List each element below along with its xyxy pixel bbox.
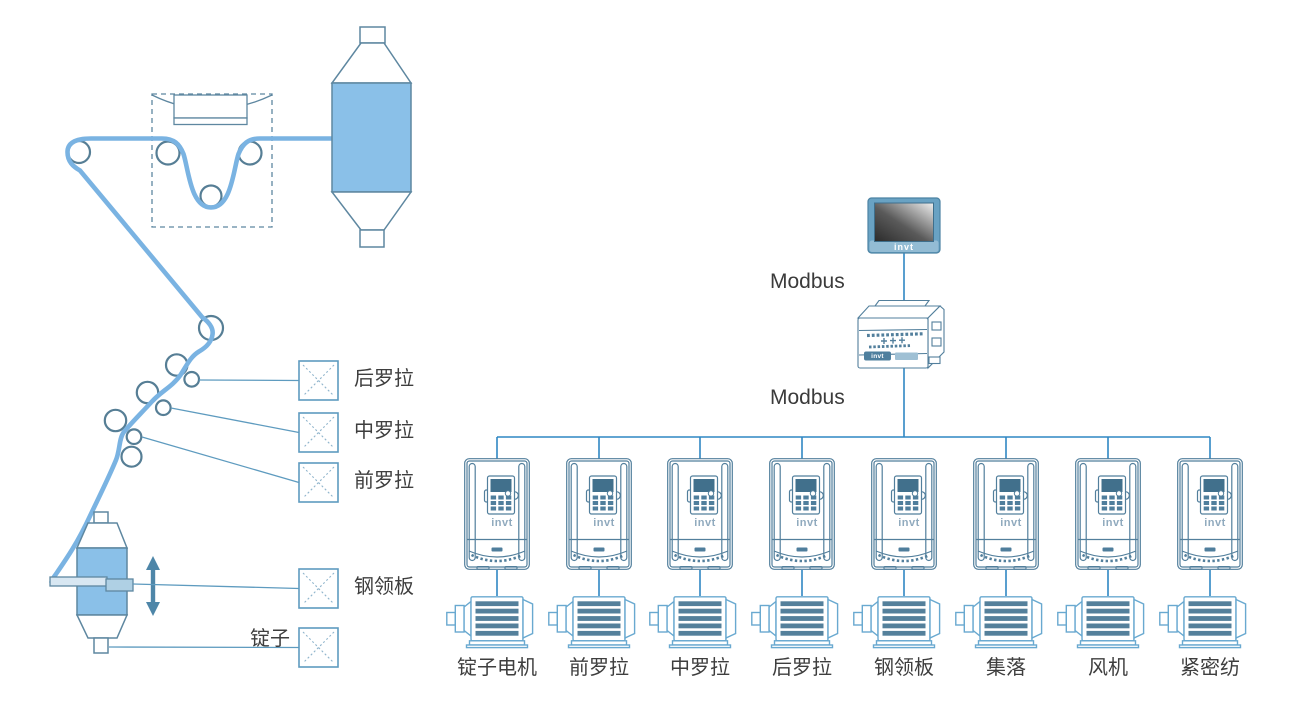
up-down-arrow-icon (146, 556, 160, 616)
callout-leader-lines (108, 379, 300, 649)
plc-logo-badge (864, 351, 891, 361)
channel-label-7: 风机 (1088, 657, 1128, 679)
callout-label-middle-roller: 中罗拉 (354, 420, 414, 442)
hmi-screen (874, 202, 934, 242)
vfd-brand-logo-7: invt (1102, 517, 1124, 529)
vfd-brand-logo-2: invt (593, 517, 615, 529)
motor-unit-8 (1159, 596, 1247, 649)
callout-box-front-roller (298, 462, 339, 503)
channel-label-2: 前罗拉 (569, 657, 629, 679)
callout-label-front-roller: 前罗拉 (354, 470, 414, 492)
modbus-bus-lines (496, 253, 1211, 596)
roving-package (330, 26, 413, 248)
vfd-unit-8 (1176, 457, 1244, 571)
channel-label-6: 集落 (986, 657, 1026, 679)
vfd-unit-4 (768, 457, 836, 571)
ring-rail-bar (49, 576, 134, 592)
modbus-label-lower: Modbus (770, 386, 845, 409)
vfd-unit-3 (666, 457, 734, 571)
vfd-brand-logo-4: invt (796, 517, 818, 529)
motor-unit-4 (751, 596, 839, 649)
vfd-unit-2 (565, 457, 633, 571)
channel-label-4: 后罗拉 (772, 657, 832, 679)
vfd-brand-logo-8: invt (1204, 517, 1226, 529)
motor-unit-7 (1057, 596, 1145, 649)
hmi-panel (867, 197, 941, 254)
channel-label-8: 紧密纺 (1180, 657, 1240, 679)
callout-box-spindle (298, 627, 339, 668)
motor-unit-1 (446, 596, 534, 649)
hmi-brand-logo: invt (893, 242, 914, 252)
vfd-unit-7 (1074, 457, 1142, 571)
callout-label-spindle: 锭子 (250, 628, 290, 650)
vfd-unit-1 (463, 457, 531, 571)
callout-label-ring-rail: 钢领板 (354, 576, 414, 598)
vfd-unit-6 (972, 457, 1040, 571)
channel-label-5: 钢领板 (874, 657, 934, 679)
callout-label-back-roller: 后罗拉 (354, 368, 414, 390)
callout-box-middle-roller (298, 412, 339, 453)
channel-label-1: 锭子电机 (457, 657, 537, 679)
callout-box-ring-rail (298, 568, 339, 609)
channel-label-3: 中罗拉 (670, 657, 730, 679)
spinning-frame-illustration (49, 26, 413, 668)
motor-unit-2 (548, 596, 636, 649)
modbus-label-upper: Modbus (770, 270, 845, 293)
motor-unit-3 (649, 596, 737, 649)
motor-unit-5 (853, 596, 941, 649)
vfd-unit-5 (870, 457, 938, 571)
yarn-thread-path (49, 136, 335, 585)
vfd-brand-logo-6: invt (1000, 517, 1022, 529)
plc-brand-logo: invt (871, 353, 884, 360)
vfd-brand-logo-5: invt (898, 517, 920, 529)
vfd-brand-logo-3: invt (694, 517, 716, 529)
vfd-brand-logo-1: invt (491, 517, 513, 529)
callout-box-back-roller (298, 360, 339, 401)
plc-controller (856, 299, 945, 370)
control-network (446, 197, 1247, 649)
motor-unit-6 (955, 596, 1043, 649)
